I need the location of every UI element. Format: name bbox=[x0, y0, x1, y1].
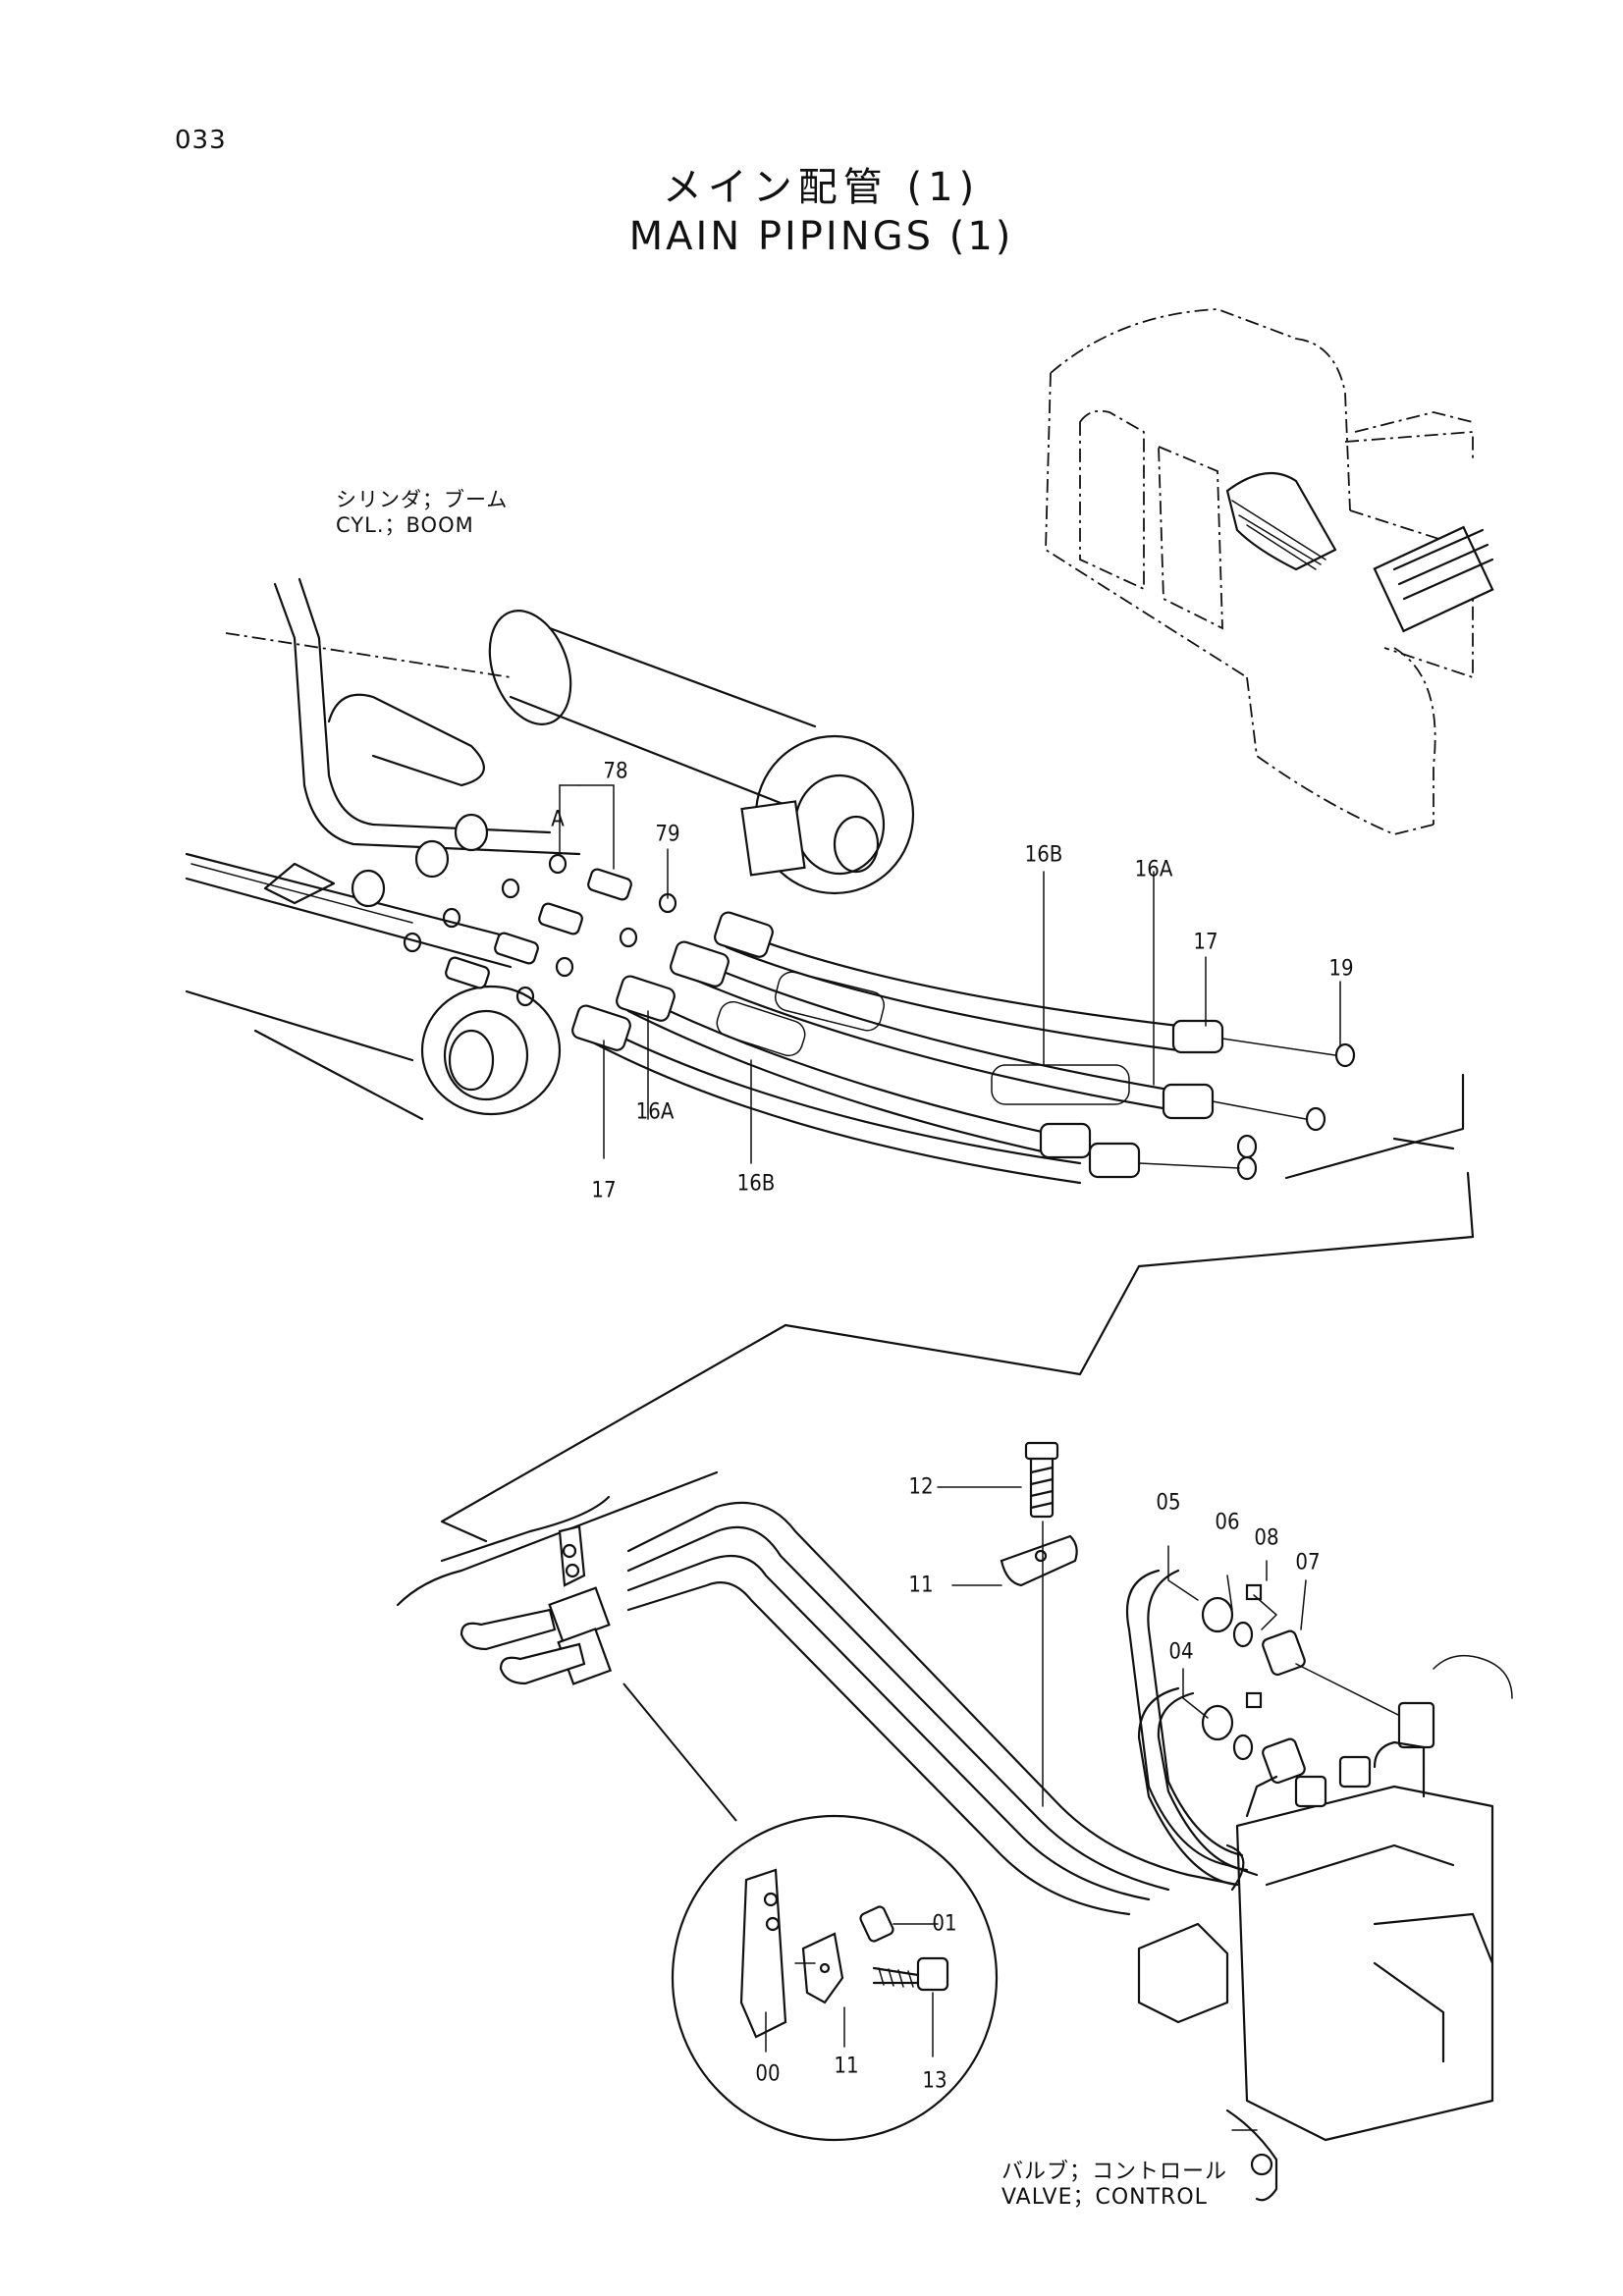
leader-lines-upper bbox=[559, 784, 1341, 1164]
bracket-and-clamp bbox=[460, 1524, 613, 1685]
boom-cylinder-label: シリンダ；ブーム CYL.；BOOM bbox=[336, 487, 508, 538]
callout-17-top: 17 bbox=[1193, 930, 1218, 955]
callout-79: 79 bbox=[655, 822, 680, 847]
boom-cylinder-label-en: CYL.；BOOM bbox=[336, 513, 474, 537]
control-valve-label: バルブ；コントロール VALVE；CONTROL bbox=[1001, 2160, 1227, 2211]
callout-16B-top: 16B bbox=[1024, 842, 1063, 868]
clamp-assembly-top bbox=[1000, 1441, 1078, 1807]
leader-lines-lower bbox=[765, 1486, 1307, 2131]
callout-11-detail: 11 bbox=[834, 2054, 859, 2079]
callout-A: A bbox=[551, 807, 565, 832]
callout-06: 06 bbox=[1215, 1510, 1240, 1535]
callout-00: 00 bbox=[755, 2061, 781, 2087]
main-pipes bbox=[626, 1501, 1259, 1916]
callout-05: 05 bbox=[1156, 1490, 1181, 1516]
hoses-and-fittings-upper bbox=[351, 813, 1465, 1185]
callout-16A-top: 16A bbox=[1134, 857, 1173, 882]
page-title-english: MAIN PIPINGS (1) bbox=[628, 214, 1014, 259]
callout-11: 11 bbox=[908, 1573, 934, 1598]
callout-16B-bottom: 16B bbox=[736, 1171, 776, 1197]
callout-17-bottom: 17 bbox=[591, 1178, 617, 1203]
callout-12: 12 bbox=[908, 1474, 934, 1500]
control-valve-label-jp: バルブ；コントロール bbox=[1001, 2160, 1228, 2184]
control-valve-label-en: VALVE；CONTROL bbox=[1001, 2185, 1208, 2210]
callout-08: 08 bbox=[1254, 1525, 1279, 1551]
area-outline bbox=[440, 1171, 1475, 1543]
callout-16A-bottom: 16A bbox=[635, 1099, 675, 1125]
operator-cab bbox=[1045, 308, 1494, 835]
callout-13: 13 bbox=[922, 2068, 947, 2094]
callout-19: 19 bbox=[1328, 956, 1354, 982]
frame-outline bbox=[396, 1470, 719, 1607]
callout-01: 01 bbox=[932, 1911, 957, 1937]
boom-cylinder-upper bbox=[225, 577, 915, 895]
control-valve-small bbox=[1373, 525, 1494, 633]
control-valve bbox=[1137, 1654, 1513, 2202]
callout-04: 04 bbox=[1168, 1639, 1194, 1665]
boom-cylinder-label-jp: シリンダ；ブーム bbox=[336, 488, 509, 511]
page-number: 033 bbox=[175, 126, 227, 155]
page-title-japanese: メイン配管 (1) bbox=[662, 165, 981, 210]
flange-fittings bbox=[1201, 1583, 1425, 1785]
callout-07: 07 bbox=[1295, 1550, 1321, 1575]
callout-78: 78 bbox=[603, 759, 628, 784]
detail-view-circle bbox=[622, 1682, 999, 2142]
